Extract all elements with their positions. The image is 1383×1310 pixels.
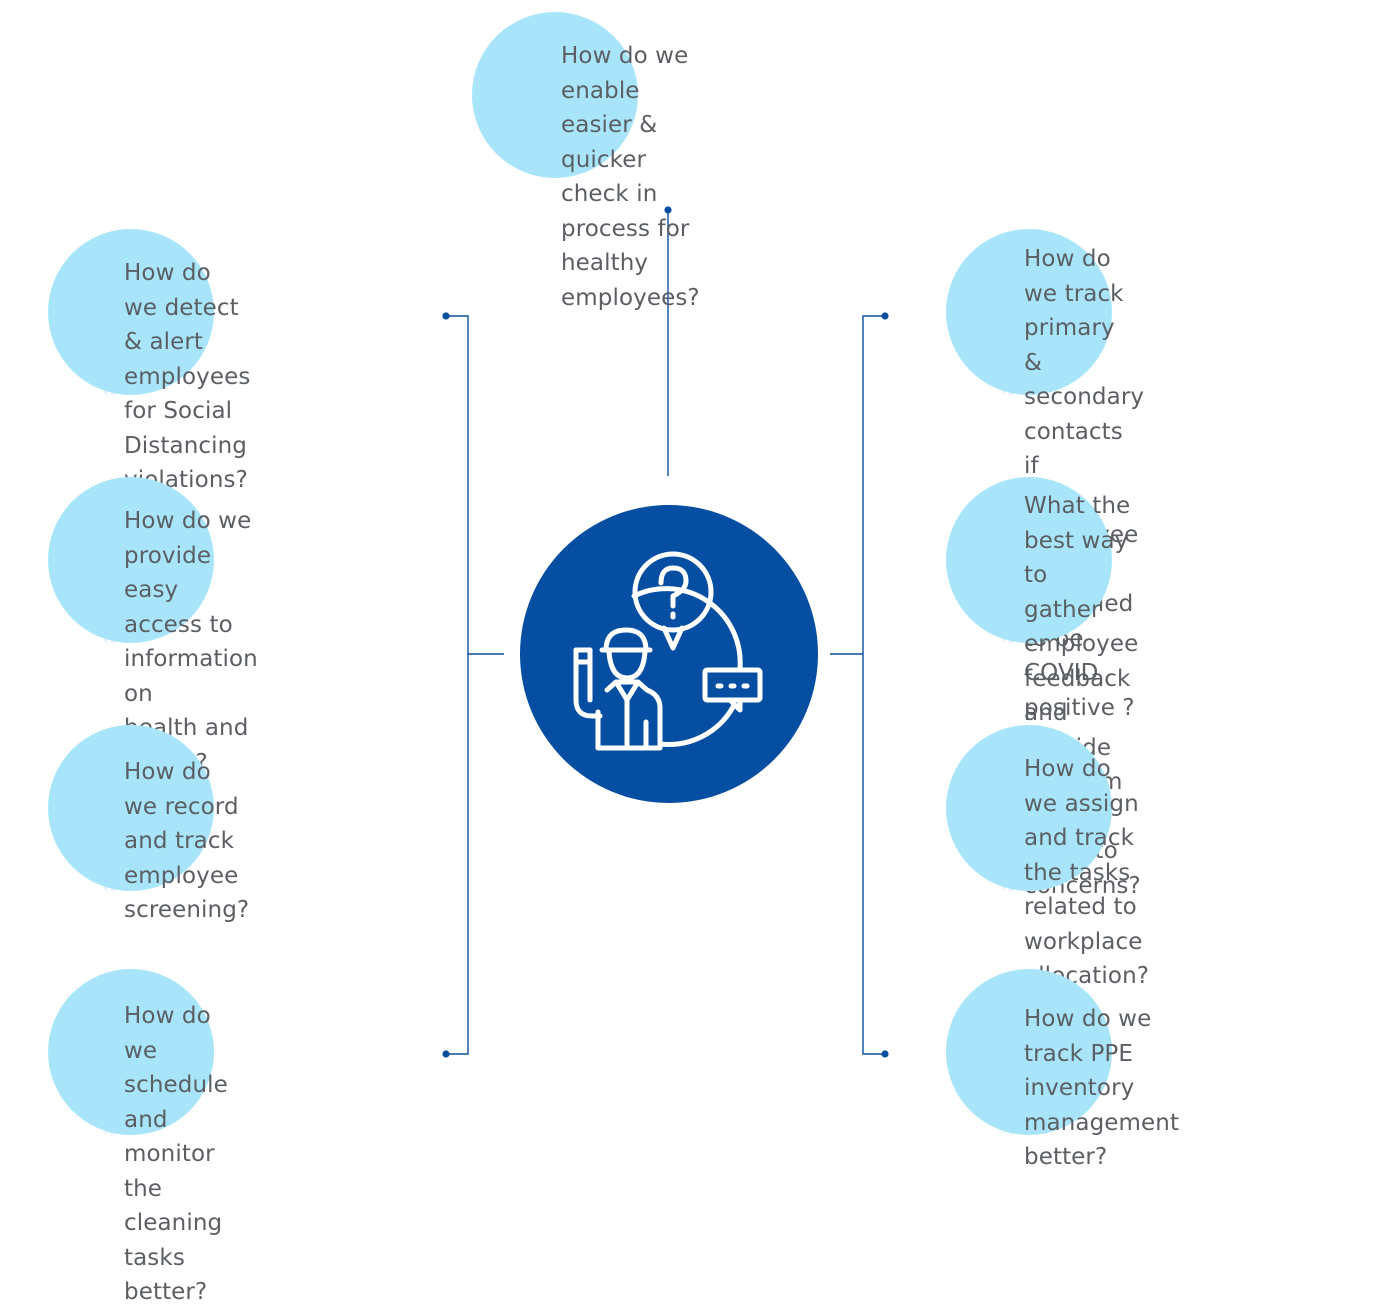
connector-dot-left-4 — [442, 1050, 450, 1058]
bubble — [946, 725, 1112, 891]
question-right-3-text: How do we assign and track the tasks rel… — [1024, 756, 1150, 989]
question-left-1-text: How do we detect & alert employees for S… — [124, 260, 251, 493]
bubble — [472, 12, 638, 178]
connector-dot-right-1 — [881, 312, 889, 320]
connector-left-bracket — [446, 315, 469, 1055]
question-top-text: How do we enable easier & quicker check … — [561, 43, 700, 311]
bubble — [946, 229, 1112, 395]
connector-dot-right-4 — [881, 1050, 889, 1058]
center-hub — [520, 505, 818, 803]
bubble — [946, 969, 1112, 1135]
question-left-4-text: How do we schedule and monitor the clean… — [124, 1003, 228, 1305]
connector-lines — [442, 206, 889, 1058]
connector-right-bracket — [862, 315, 885, 1055]
bubble — [48, 725, 214, 891]
connector-dot-left-1 — [442, 312, 450, 320]
employee-question-chat-icon — [573, 551, 763, 751]
bubble — [48, 477, 214, 643]
bubble — [48, 229, 214, 395]
question-left-3-text: How do we record and track employee scre… — [124, 759, 250, 923]
connector-dot-top — [664, 206, 672, 214]
question-right-4-text: How do we track PPE inventory management… — [1024, 1006, 1180, 1170]
bubble — [946, 477, 1112, 643]
bubble — [48, 969, 214, 1135]
